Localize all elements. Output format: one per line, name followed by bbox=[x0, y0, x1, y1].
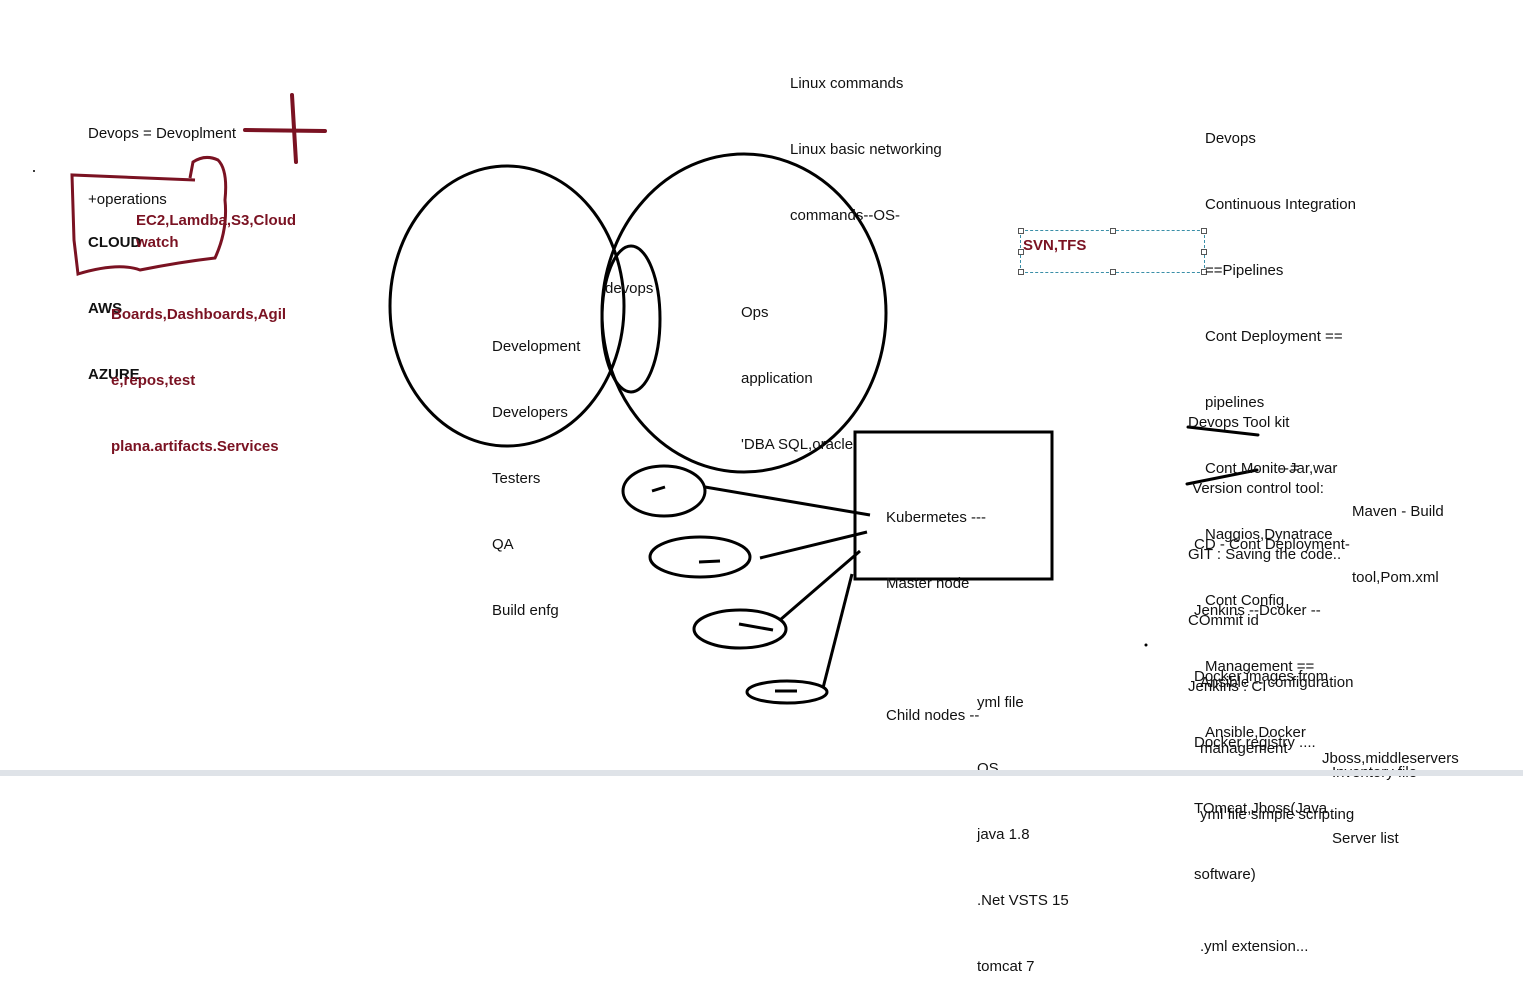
svn-tfs-text[interactable]: SVN,TFS bbox=[1023, 237, 1087, 254]
ci-line: Devops bbox=[1205, 130, 1256, 147]
maven-text: Maven - Build tool,Pom.xml bbox=[1352, 457, 1444, 611]
aws-label: AWS bbox=[88, 300, 123, 317]
resize-handle[interactable] bbox=[1018, 228, 1024, 234]
toolkit-line: Devops Tool kit bbox=[1188, 414, 1290, 431]
ci-line: Continuous Integration bbox=[1205, 196, 1356, 213]
aws-services-cont: watch bbox=[136, 234, 179, 251]
stray-dot bbox=[1144, 643, 1148, 647]
resize-handle[interactable] bbox=[1110, 228, 1116, 234]
linux-commands: Linux commands Linux basic networking co… bbox=[790, 29, 942, 249]
cd-line: Jenkins --Dcoker -- bbox=[1194, 602, 1321, 619]
devops-def-line: Devops = Devoplment bbox=[88, 125, 236, 142]
ci-line: Cont Config bbox=[1205, 592, 1285, 609]
linux-line: Linux commands bbox=[790, 75, 904, 92]
devops-definition: Devops = Devoplment +operations bbox=[88, 79, 236, 233]
child-node-3 bbox=[692, 608, 788, 650]
k8s-diagram bbox=[621, 430, 1054, 705]
devops-toolkit: Devops Tool kit Version control tool: GI… bbox=[1188, 368, 1341, 720]
yml-block: yml file OS java 1.8 .Net VSTS 15 tomcat… bbox=[977, 648, 1069, 1000]
linux-line: commands--OS- bbox=[790, 207, 901, 224]
azure-services-line: e,repos,test bbox=[111, 372, 196, 389]
child-node-1 bbox=[621, 464, 707, 518]
k8s-line bbox=[886, 639, 986, 661]
azure-services-line: plana.artifacts.Services bbox=[111, 438, 279, 455]
k8s-line: Child nodes -- bbox=[886, 707, 980, 724]
maven-line: Maven - Build bbox=[1352, 503, 1444, 520]
selected-text-box[interactable] bbox=[1018, 228, 1207, 275]
ansible-line: management bbox=[1200, 740, 1288, 757]
devops-ci-list: Devops Continuous Integration ==Pipeline… bbox=[1205, 84, 1356, 766]
dev-line: Build enfg bbox=[492, 602, 559, 619]
resize-handle[interactable] bbox=[1018, 269, 1024, 275]
yml-line: OS bbox=[977, 760, 999, 777]
ci-line: Ansible,Docker bbox=[1205, 724, 1306, 741]
child-node-4 bbox=[745, 679, 829, 705]
jar-war-text: --Jar,war bbox=[1279, 460, 1338, 477]
azure-label: AZURE bbox=[88, 366, 140, 383]
yml-line: tomcat 7 bbox=[977, 958, 1035, 975]
dev-line: QA bbox=[492, 536, 514, 553]
cloud-label: CLOUD bbox=[88, 234, 142, 251]
ops-line: application bbox=[741, 370, 813, 387]
devops-def-line: +operations bbox=[88, 191, 167, 208]
strike-marks bbox=[1185, 425, 1260, 486]
dev-line: Testers bbox=[492, 470, 541, 487]
cd-line: Docker images from bbox=[1194, 668, 1329, 685]
dev-line: Developers bbox=[492, 404, 568, 421]
ci-line: Management == bbox=[1205, 658, 1315, 675]
ops-line: 'DBA SQL,oracle bbox=[741, 436, 854, 453]
aws-services: EC2,Lamdba,S3,Cloud bbox=[136, 212, 297, 229]
overlap-ellipse bbox=[600, 244, 662, 394]
toolkit-line: Version control tool: bbox=[1188, 480, 1324, 497]
azure-services-line: Boards,Dashboards,Agil bbox=[111, 306, 287, 323]
stray-dot bbox=[33, 170, 35, 172]
jboss-text: Jboss,middleservers bbox=[1322, 750, 1459, 767]
ansible-line: .yml extension... bbox=[1200, 938, 1309, 955]
dev-circle bbox=[388, 164, 626, 448]
red-cloud-outline bbox=[70, 155, 228, 276]
resize-handle[interactable] bbox=[1201, 228, 1207, 234]
resize-handle[interactable] bbox=[1110, 269, 1116, 275]
dev-circle-text: Development Developers Testers QA Build … bbox=[492, 292, 580, 644]
linux-line: Linux basic networking bbox=[790, 141, 942, 158]
resize-handle[interactable] bbox=[1201, 249, 1207, 255]
cloud-list: CLOUD AWS AZURE bbox=[88, 188, 141, 408]
resize-handle[interactable] bbox=[1018, 249, 1024, 255]
azure-services: Boards,Dashboards,Agil e,repos,test plan… bbox=[111, 260, 286, 480]
yml-line: yml file bbox=[977, 694, 1024, 711]
dev-line: Development bbox=[492, 338, 581, 355]
child-node-2 bbox=[648, 535, 752, 579]
ops-line: Ops bbox=[741, 304, 769, 321]
ci-line: Naggios,Dynatrace bbox=[1205, 526, 1333, 543]
ops-circle-text: Ops application 'DBA SQL,oracle bbox=[741, 258, 853, 478]
cd-line: Docker registry .... bbox=[1194, 734, 1316, 751]
yml-line: .Net VSTS 15 bbox=[977, 892, 1069, 909]
red-plus-sign bbox=[243, 93, 327, 164]
k8s-line: Kubermetes --- bbox=[886, 509, 987, 526]
ci-line: Cont Deployment == bbox=[1205, 328, 1343, 345]
k8s-line: Master node bbox=[886, 575, 970, 592]
ci-line: pipelines bbox=[1205, 394, 1265, 411]
ansible-line: Ansible -- configuration bbox=[1200, 674, 1354, 691]
venn-diagram bbox=[388, 152, 888, 474]
toolkit-line: COmmit id bbox=[1188, 612, 1259, 629]
toolkit-line: Jenkins : CI bbox=[1188, 678, 1267, 695]
cd-line: CD - Cont Deployment- bbox=[1194, 536, 1350, 553]
k8s-text: Kubermetes --- Master node Child nodes -… bbox=[886, 463, 986, 749]
toolkit-line: GIT : Saving the code.. bbox=[1188, 546, 1342, 563]
ansible-line bbox=[1200, 870, 1354, 892]
maven-line: tool,Pom.xml bbox=[1352, 569, 1439, 586]
horizontal-scrollbar[interactable] bbox=[0, 770, 1523, 776]
overlap-label: devops bbox=[605, 280, 654, 297]
inventory-text: Inventory file Server list bbox=[1332, 718, 1417, 872]
whiteboard-canvas[interactable] bbox=[0, 0, 1523, 776]
ci-line: ==Pipelines bbox=[1205, 262, 1284, 279]
yml-line: java 1.8 bbox=[977, 826, 1030, 843]
resize-handle[interactable] bbox=[1201, 269, 1207, 275]
master-node-box bbox=[853, 430, 1054, 581]
inventory-line: Server list bbox=[1332, 830, 1399, 847]
ci-line: Cont Monito = bbox=[1205, 460, 1299, 477]
